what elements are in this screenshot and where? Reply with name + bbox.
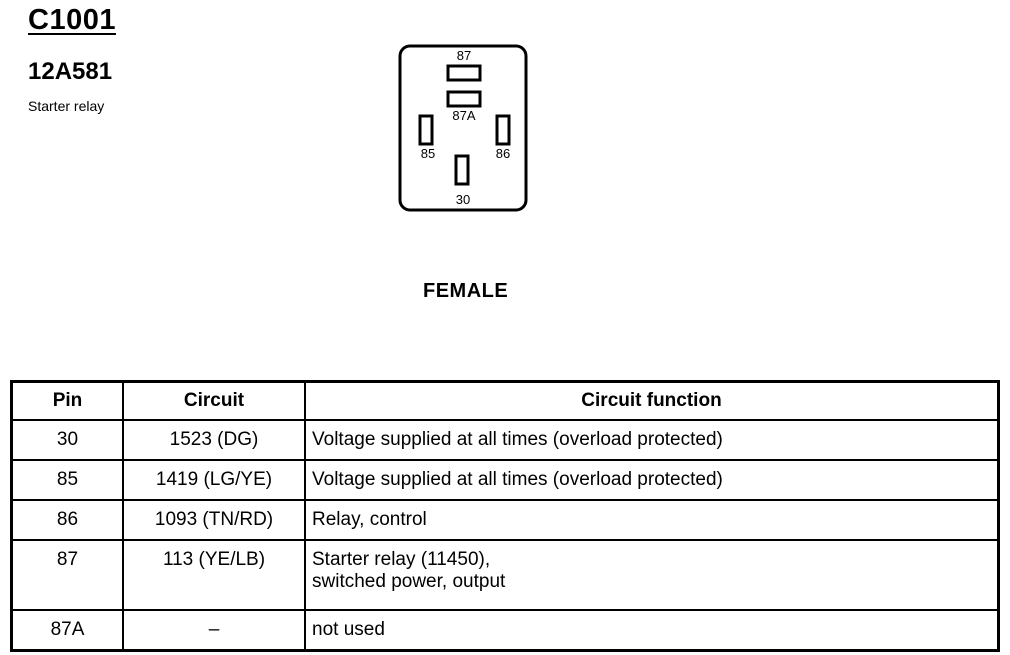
- function-line: switched power, output: [312, 571, 506, 592]
- pin-87a-terminal: [446, 90, 482, 108]
- function-line: Voltage supplied at all times (overload …: [312, 429, 723, 450]
- part-number: 12A581: [28, 58, 113, 85]
- pin-85-terminal: [418, 114, 434, 146]
- pin-30-label: 30: [456, 192, 470, 207]
- cell-function: Relay, control: [304, 499, 1000, 541]
- function-line: Relay, control: [312, 509, 427, 530]
- relay-connector-face: 87 87A 85 86 30: [398, 44, 528, 212]
- cell-function: Starter relay (11450), switched power, o…: [304, 539, 1000, 611]
- cell-circuit: 1419 (LG/YE): [122, 459, 306, 501]
- cell-circuit: 113 (YE/LB): [122, 539, 306, 611]
- pin-30-terminal: [454, 154, 470, 186]
- function-line: Starter relay (11450),: [312, 549, 491, 570]
- header-circuit-function: Circuit function: [304, 380, 1000, 421]
- cell-circuit: –: [122, 609, 306, 652]
- table-row: 30 1523 (DG) Voltage supplied at all tim…: [10, 419, 1000, 461]
- table-row: 87A – not used: [10, 609, 1000, 652]
- table-row: 86 1093 (TN/RD) Relay, control: [10, 499, 1000, 541]
- function-line: not used: [312, 619, 385, 640]
- cell-pin: 85: [10, 459, 124, 501]
- cell-function: Voltage supplied at all times (overload …: [304, 459, 1000, 501]
- table-row: 85 1419 (LG/YE) Voltage supplied at all …: [10, 459, 1000, 501]
- cell-pin: 30: [10, 419, 124, 461]
- pin-87-label: 87: [457, 48, 471, 63]
- pin-85-label: 85: [421, 146, 435, 161]
- connector-gender: FEMALE: [423, 280, 509, 302]
- header-pin: Pin: [10, 380, 124, 421]
- connector-id: C1001: [28, 4, 116, 36]
- cell-function: Voltage supplied at all times (overload …: [304, 419, 1000, 461]
- cell-circuit: 1523 (DG): [122, 419, 306, 461]
- pin-87a-label: 87A: [452, 108, 475, 123]
- pin-86-terminal: [495, 114, 511, 146]
- connector-description: Starter relay: [28, 98, 105, 114]
- table-row: 87 113 (YE/LB) Starter relay (11450), sw…: [10, 539, 1000, 611]
- pin-87-terminal: [446, 64, 482, 82]
- cell-circuit: 1093 (TN/RD): [122, 499, 306, 541]
- connector-outline: [398, 44, 528, 212]
- pinout-table: Pin Circuit Circuit function 30 1523 (DG…: [10, 380, 1000, 652]
- cell-function: not used: [304, 609, 1000, 652]
- function-line: Voltage supplied at all times (overload …: [312, 469, 723, 490]
- header-circuit: Circuit: [122, 380, 306, 421]
- pin-86-label: 86: [496, 146, 510, 161]
- cell-pin: 86: [10, 499, 124, 541]
- table-header-row: Pin Circuit Circuit function: [10, 380, 1000, 421]
- cell-pin: 87: [10, 539, 124, 611]
- cell-pin: 87A: [10, 609, 124, 652]
